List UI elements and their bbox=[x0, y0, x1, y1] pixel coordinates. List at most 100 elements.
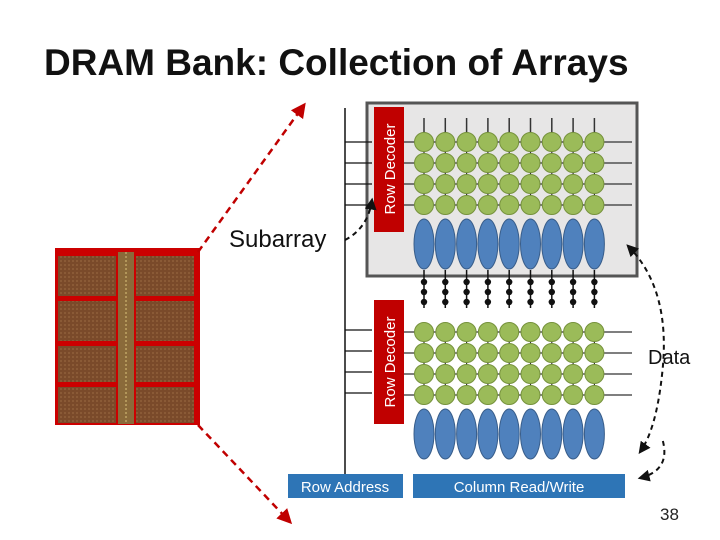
memory-cell bbox=[456, 322, 477, 342]
memory-cell bbox=[414, 132, 434, 152]
memory-cell bbox=[541, 195, 562, 215]
memory-cell bbox=[541, 322, 562, 342]
connector-dot bbox=[527, 278, 534, 286]
connector-dot bbox=[548, 278, 555, 286]
memory-cell bbox=[435, 153, 456, 173]
sense-amp bbox=[583, 408, 605, 460]
sense-amp bbox=[434, 408, 456, 460]
column-read-write-bar: Column Read/Write bbox=[413, 474, 625, 498]
memory-cell bbox=[563, 343, 584, 363]
memory-cell bbox=[541, 153, 562, 173]
memory-cell bbox=[414, 322, 434, 342]
top-sense-amps bbox=[413, 218, 605, 270]
connector-dot bbox=[484, 288, 492, 296]
sense-amp bbox=[541, 408, 563, 460]
data-label: Data bbox=[648, 347, 691, 369]
connector-dot bbox=[548, 288, 555, 296]
connector-dot bbox=[569, 278, 577, 286]
memory-cell bbox=[520, 385, 541, 405]
memory-cell bbox=[499, 195, 520, 215]
memory-cell bbox=[456, 174, 477, 194]
sense-amp bbox=[541, 218, 563, 270]
memory-cell bbox=[584, 132, 605, 152]
memory-cell bbox=[499, 153, 520, 173]
memory-cell bbox=[520, 343, 541, 363]
sense-amp bbox=[562, 218, 584, 270]
memory-cell bbox=[584, 174, 605, 194]
top-bitline-stubs bbox=[345, 118, 596, 394]
sense-amp bbox=[583, 218, 605, 270]
connector-dot bbox=[484, 298, 492, 306]
memory-cell bbox=[520, 322, 541, 342]
memory-cell bbox=[520, 364, 541, 384]
memory-cell bbox=[477, 153, 498, 173]
row-decoder-bottom-label: Row Decoder bbox=[382, 317, 399, 408]
connector-dot bbox=[569, 298, 577, 306]
connector-dot bbox=[420, 288, 428, 296]
memory-cell bbox=[541, 385, 562, 405]
memory-cell bbox=[435, 322, 456, 342]
bitline-connectors bbox=[420, 270, 598, 308]
memory-cell bbox=[456, 195, 477, 215]
connector-dot bbox=[484, 278, 492, 286]
memory-cell bbox=[477, 174, 498, 194]
memory-cell bbox=[477, 364, 498, 384]
memory-cell bbox=[563, 364, 584, 384]
die-photo bbox=[55, 248, 200, 425]
sense-amp bbox=[498, 218, 520, 270]
row-decoder-top: Row Decoder bbox=[374, 107, 404, 232]
memory-cell bbox=[456, 132, 477, 152]
memory-cell bbox=[414, 343, 434, 363]
connector-dot bbox=[463, 278, 470, 286]
memory-cell bbox=[541, 343, 562, 363]
memory-cell bbox=[499, 364, 520, 384]
memory-cell bbox=[584, 322, 605, 342]
memory-cell bbox=[414, 195, 434, 215]
connector-dot bbox=[591, 278, 598, 286]
memory-cell bbox=[541, 132, 562, 152]
page-number: 38 bbox=[660, 505, 679, 524]
memory-cell bbox=[435, 385, 456, 405]
row-decoder-bottom: Row Decoder bbox=[374, 300, 404, 424]
zoom-arrow-bottom bbox=[197, 424, 293, 525]
sense-amp bbox=[562, 408, 584, 460]
data-arrow-bottom bbox=[637, 437, 666, 482]
connector-dot bbox=[463, 288, 470, 296]
memory-cell bbox=[414, 385, 434, 405]
sense-amp bbox=[434, 218, 456, 270]
row-decoder-top-label: Row Decoder bbox=[382, 124, 399, 215]
connector-dot bbox=[506, 298, 513, 306]
row-address-label: Row Address bbox=[301, 479, 389, 496]
memory-cell bbox=[477, 385, 498, 405]
memory-cell bbox=[584, 385, 605, 405]
memory-cell bbox=[499, 343, 520, 363]
memory-cell bbox=[477, 195, 498, 215]
memory-cell bbox=[499, 322, 520, 342]
memory-cell bbox=[414, 174, 434, 194]
memory-cell bbox=[520, 195, 541, 215]
sense-amp bbox=[520, 218, 541, 270]
memory-cell bbox=[456, 364, 477, 384]
sense-amp bbox=[477, 408, 499, 460]
memory-cell bbox=[456, 153, 477, 173]
column-read-write-label: Column Read/Write bbox=[454, 479, 585, 496]
memory-cell bbox=[435, 364, 456, 384]
memory-cell bbox=[520, 132, 541, 152]
subarray-pointer-arrow bbox=[344, 197, 377, 241]
memory-cell bbox=[499, 385, 520, 405]
memory-cell bbox=[477, 343, 498, 363]
connector-dot bbox=[442, 288, 449, 296]
connector-dot bbox=[548, 298, 555, 306]
connector-dot bbox=[591, 298, 598, 306]
memory-cell bbox=[584, 343, 605, 363]
memory-cell bbox=[499, 132, 520, 152]
memory-cell bbox=[563, 153, 584, 173]
memory-cell bbox=[584, 195, 605, 215]
memory-cell bbox=[563, 132, 584, 152]
zoom-arrow-top bbox=[196, 102, 306, 253]
memory-cell bbox=[563, 174, 584, 194]
memory-cell bbox=[414, 364, 434, 384]
bottom-cell-grid bbox=[404, 322, 632, 405]
memory-cell bbox=[477, 322, 498, 342]
connector-dot bbox=[442, 278, 449, 286]
